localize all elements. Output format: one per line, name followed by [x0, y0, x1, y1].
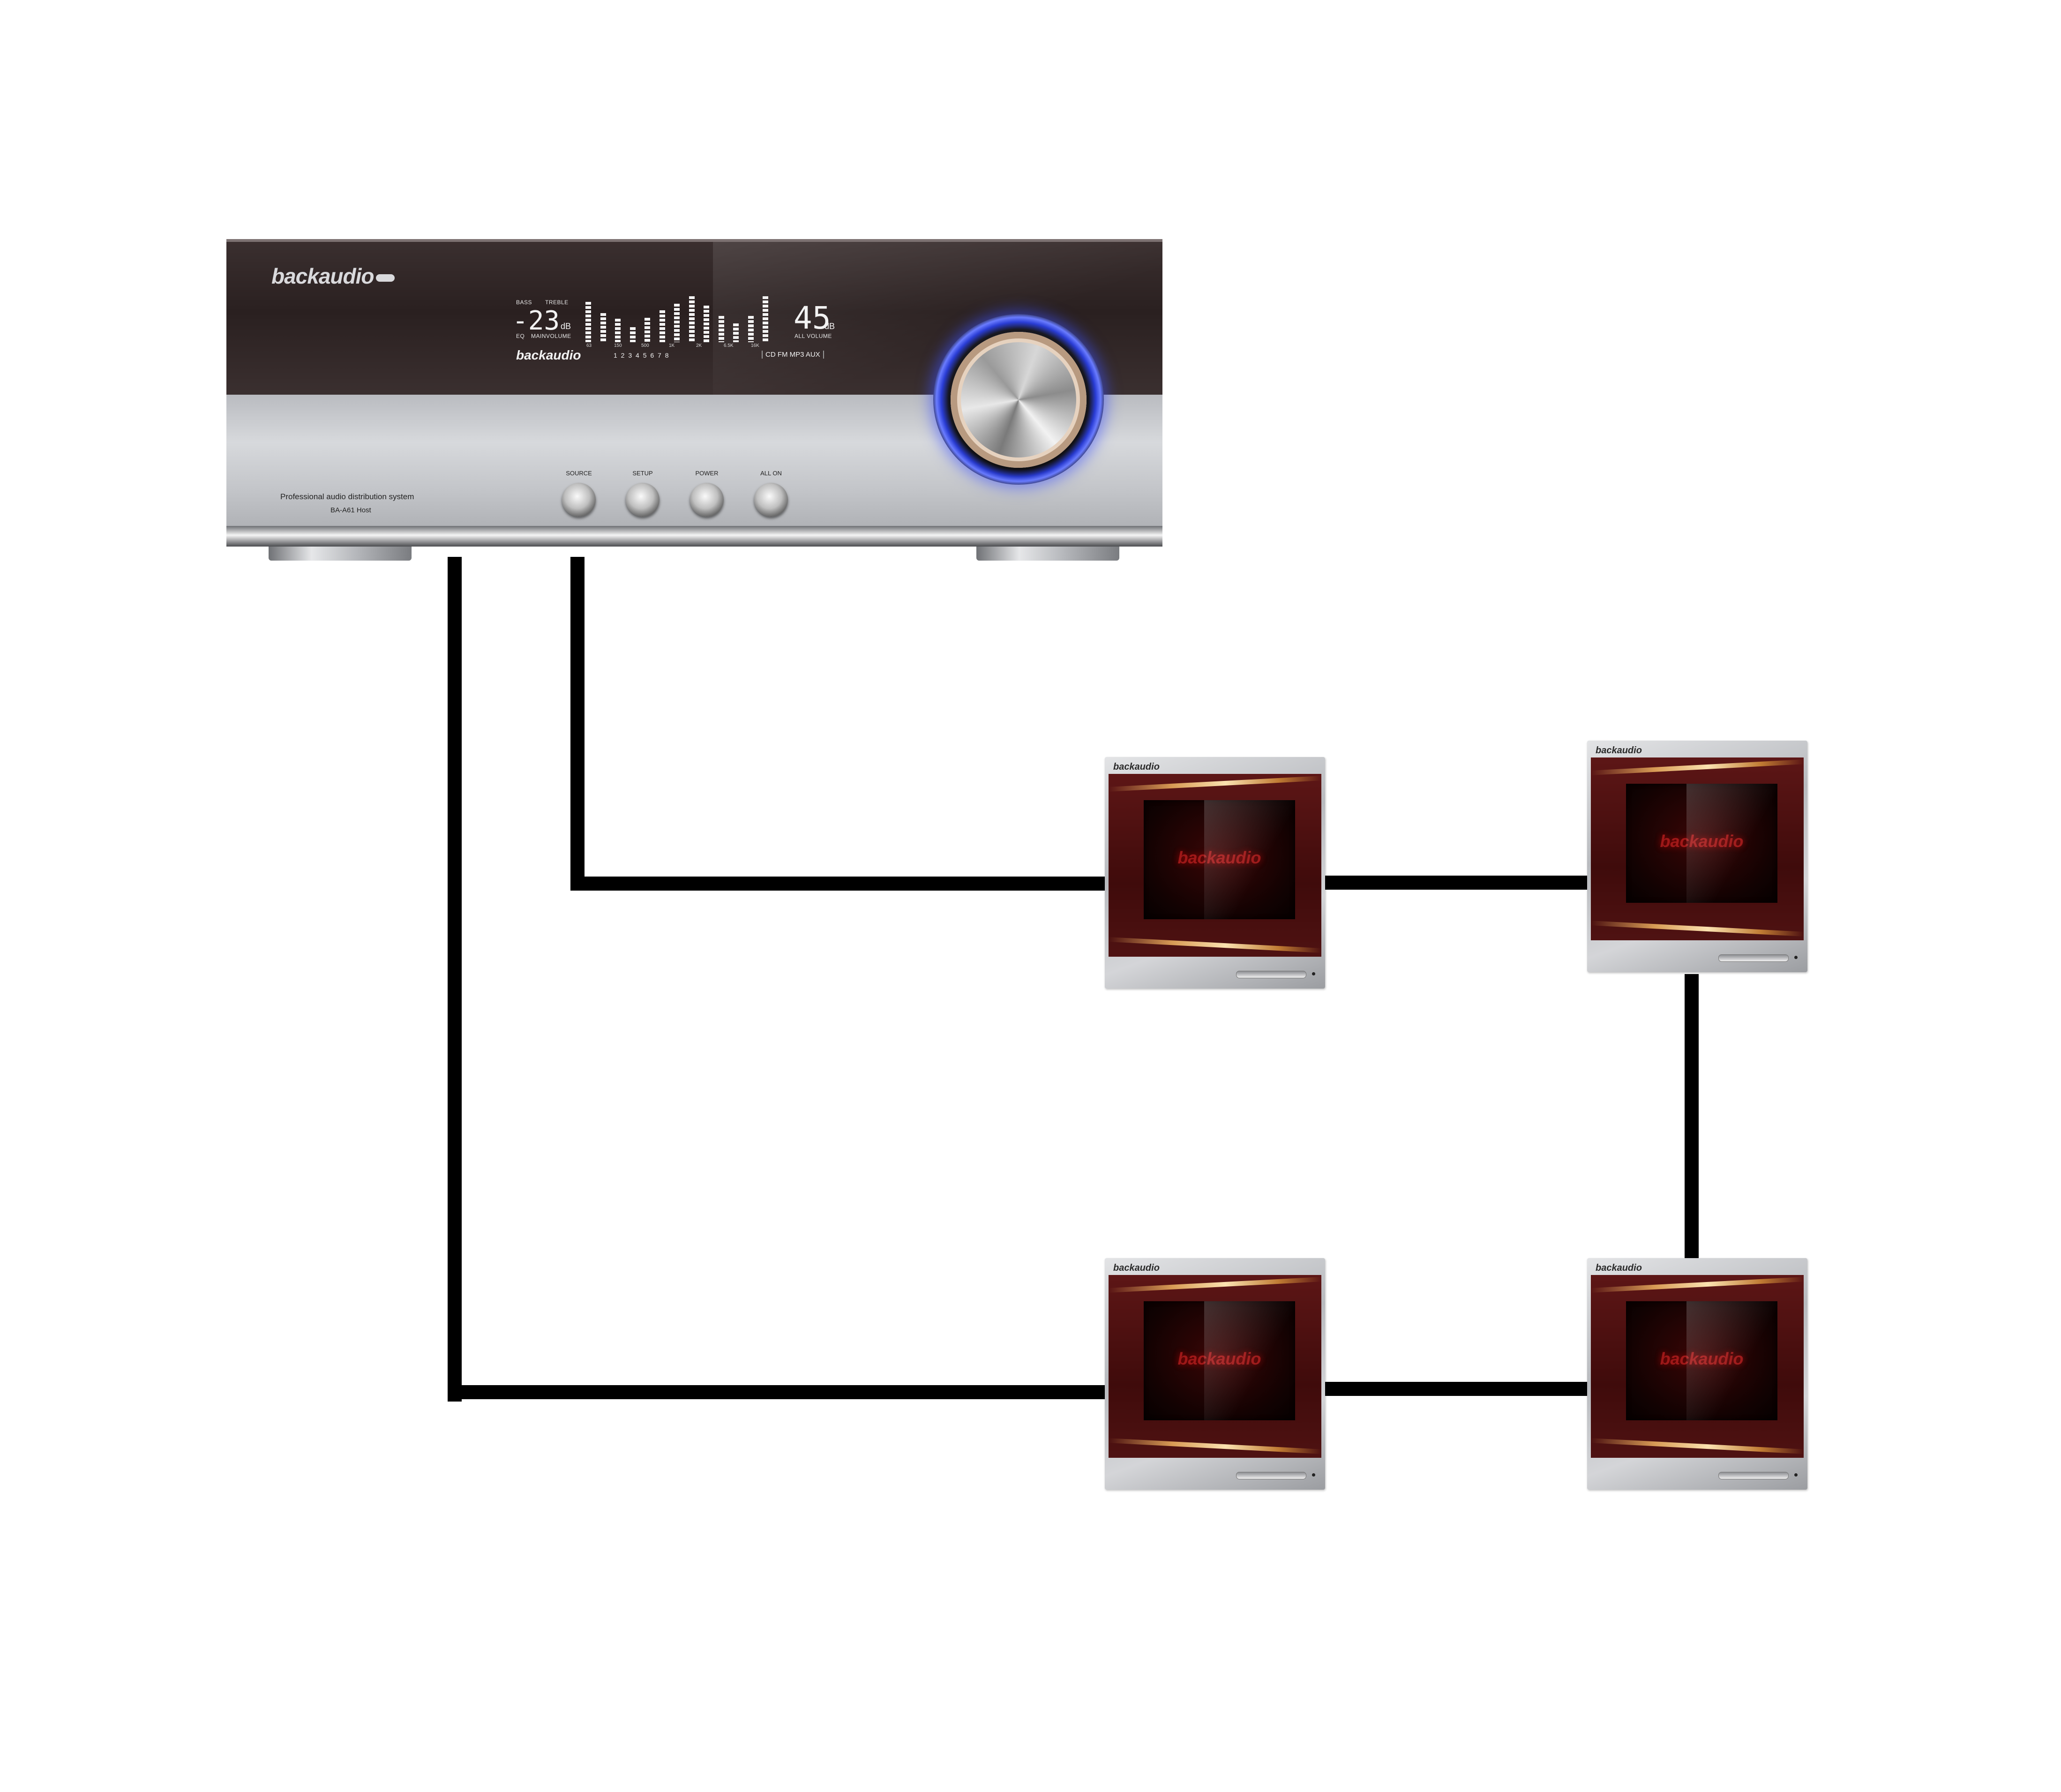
display-logo: backaudio — [516, 348, 581, 362]
eq-frequency-label: 63 — [586, 343, 592, 348]
card-slot — [1718, 1472, 1789, 1479]
treble-label: TREBLE — [545, 299, 569, 306]
host-logo-text: backaudio — [271, 264, 375, 288]
terminal-screen[interactable]: backaudio — [1626, 784, 1777, 903]
eq-label: EQ — [516, 333, 525, 339]
wire-host-right-down — [570, 557, 585, 891]
eq-bar — [674, 304, 680, 342]
source-indicators: CD FM MP3 AUX — [762, 351, 824, 359]
terminal-screen[interactable]: backaudio — [1144, 800, 1295, 919]
host-foot-left — [269, 547, 412, 561]
eq-frequency-label: 500 — [641, 343, 649, 348]
terminal-screen[interactable]: backaudio — [1626, 1301, 1777, 1420]
zone-numbers: 1 2 3 4 5 6 7 8 — [614, 352, 670, 359]
volume-readout: 45 — [794, 300, 831, 336]
eq-frequency-label: 16K — [751, 343, 759, 348]
host-base-strip — [226, 526, 1162, 547]
status-led — [1794, 956, 1798, 959]
level-readout: -23 — [512, 306, 560, 336]
wave-icon — [375, 274, 395, 282]
screen-logo: backaudio — [1177, 1349, 1261, 1368]
mainvolume-label: MAINVOLUME — [531, 333, 571, 339]
volume-unit: dB — [824, 322, 835, 331]
terminal-logo: backaudio — [1113, 762, 1160, 772]
terminal-logo: backaudio — [1596, 1263, 1642, 1273]
eq-bar — [763, 296, 768, 342]
power-button[interactable] — [690, 483, 724, 517]
host-foot-right — [976, 547, 1119, 561]
terminal-1[interactable]: backaudio backaudio — [1105, 757, 1325, 989]
eq-bar — [645, 318, 650, 342]
source-button[interactable] — [562, 483, 596, 517]
screen-logo: backaudio — [1660, 832, 1744, 851]
card-slot — [1236, 971, 1306, 978]
volume-knob[interactable] — [951, 332, 1087, 468]
all-on-button[interactable] — [754, 483, 788, 517]
eq-bar — [719, 316, 724, 342]
terminal-4[interactable]: backaudio backaudio — [1587, 1258, 1807, 1490]
setup-button-label: SETUP — [632, 470, 653, 477]
eq-bar — [585, 302, 591, 342]
level-unit: dB — [561, 322, 571, 331]
wire-terminal-2-to-terminal-4 — [1685, 974, 1699, 1265]
eq-frequency-labels: 63 150 500 1K 2K 6.5K 16K — [584, 343, 776, 350]
card-slot — [1236, 1472, 1306, 1479]
status-led — [1794, 1473, 1798, 1477]
host-unit: backaudio BASS TREBLE -23 dB EQ MAINVOLU… — [226, 239, 1162, 561]
eq-spectrum — [584, 295, 776, 342]
setup-button[interactable] — [626, 483, 660, 517]
eq-frequency-label: 150 — [614, 343, 622, 348]
eq-bar — [600, 313, 606, 342]
terminal-logo: backaudio — [1596, 745, 1642, 756]
terminal-3[interactable]: backaudio backaudio — [1105, 1258, 1325, 1490]
eq-bar — [615, 319, 621, 342]
status-led — [1312, 1473, 1315, 1477]
all-on-button-label: ALL ON — [760, 470, 782, 477]
terminal-logo: backaudio — [1113, 1263, 1160, 1273]
eq-frequency-label: 6.5K — [724, 343, 734, 348]
eq-bar — [630, 327, 636, 342]
all-volume-label: ALL VOLUME — [794, 333, 832, 339]
wire-host-left-down — [448, 557, 462, 1402]
power-button-label: POWER — [695, 470, 719, 477]
wire-host-to-terminal-3 — [448, 1385, 1105, 1399]
screen-logo: backaudio — [1177, 848, 1261, 867]
eq-frequency-label: 2K — [696, 343, 702, 348]
wire-terminal-4-to-terminal-3 — [1325, 1382, 1587, 1396]
eq-bar — [689, 296, 695, 342]
source-button-label: SOURCE — [566, 470, 592, 477]
host-logo: backaudio — [271, 263, 395, 289]
screen-logo: backaudio — [1660, 1349, 1744, 1368]
status-led — [1312, 972, 1315, 975]
wire-terminal-1-to-terminal-2 — [1325, 876, 1587, 890]
bass-label: BASS — [516, 299, 532, 306]
host-model: BA-A61 Host — [330, 506, 371, 514]
wire-host-to-terminal-1 — [570, 877, 1105, 891]
eq-bar — [660, 310, 665, 342]
eq-bar — [704, 306, 709, 342]
terminal-screen[interactable]: backaudio — [1144, 1301, 1295, 1420]
card-slot — [1718, 954, 1789, 962]
host-tagline: Professional audio distribution system — [280, 492, 414, 501]
terminal-2[interactable]: backaudio backaudio — [1587, 741, 1807, 972]
eq-frequency-label: 1K — [669, 343, 675, 348]
eq-bar — [748, 316, 754, 342]
eq-bar — [733, 323, 739, 342]
